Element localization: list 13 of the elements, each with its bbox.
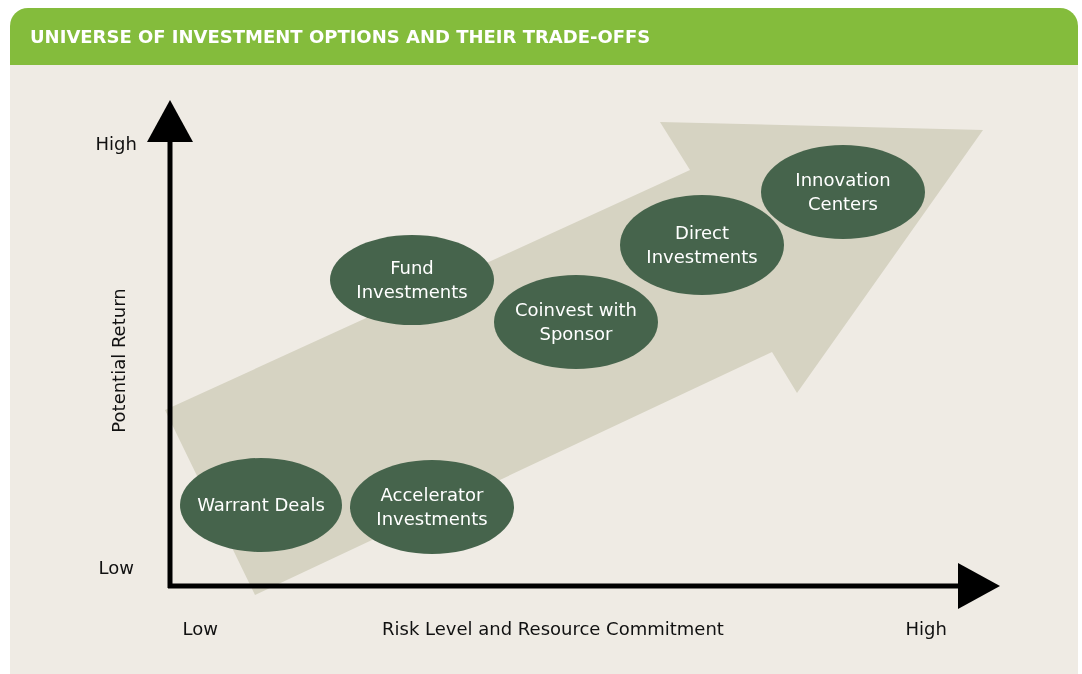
option-label: Accelerator Investments xyxy=(375,483,489,531)
y-axis-title: Potential Return xyxy=(107,287,129,433)
option-label: Fund Investments xyxy=(355,256,469,304)
option-label: Coinvest with Sponsor xyxy=(513,298,639,346)
y-tick-label: Low xyxy=(98,556,134,578)
option-label: Innovation Centers xyxy=(794,168,892,216)
option-label: Warrant Deals xyxy=(197,493,325,517)
option-label: Direct Investments xyxy=(645,221,759,269)
title: UNIVERSE OF INVESTMENT OPTIONS AND THEIR TRADE-OFFS xyxy=(30,26,651,47)
y-tick-label: High xyxy=(95,132,137,154)
x-tick-label: Low xyxy=(182,617,218,639)
x-tick-label: High xyxy=(905,617,947,639)
x-axis-title: Risk Level and Resource Commitment xyxy=(382,617,724,639)
